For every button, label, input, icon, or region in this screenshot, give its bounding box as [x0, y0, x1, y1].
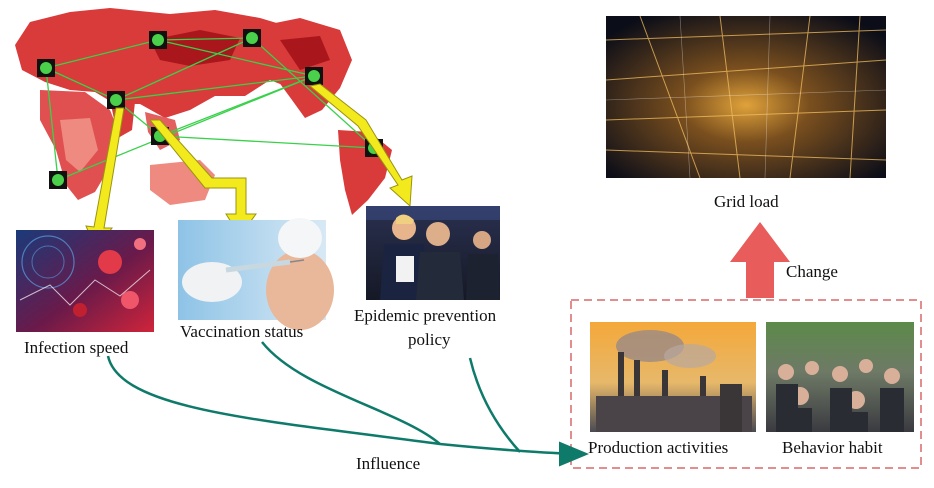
influence-label: Influence	[356, 454, 421, 473]
influence-arrows	[106, 341, 589, 467]
change-label: Change	[786, 262, 838, 281]
city-night-photo	[605, 15, 887, 179]
change-arrow	[730, 222, 790, 298]
grid-load-label: Grid load	[714, 192, 779, 211]
vaccination-photo	[178, 218, 334, 330]
production-activities-label: Production activities	[588, 438, 729, 457]
vaccination-status-label: Vaccination status	[180, 322, 304, 341]
policy-label-line1: Epidemic prevention	[354, 306, 497, 325]
infection-speed-label: Infection speed	[24, 338, 129, 357]
crowd-photo	[766, 322, 914, 432]
infection-speed-photo	[16, 230, 154, 332]
factory-photo	[590, 322, 756, 432]
dashed-box	[570, 299, 922, 469]
behavior-habit-label: Behavior habit	[782, 438, 883, 457]
policy-photo	[366, 206, 500, 300]
policy-label-line2: policy	[408, 330, 451, 349]
